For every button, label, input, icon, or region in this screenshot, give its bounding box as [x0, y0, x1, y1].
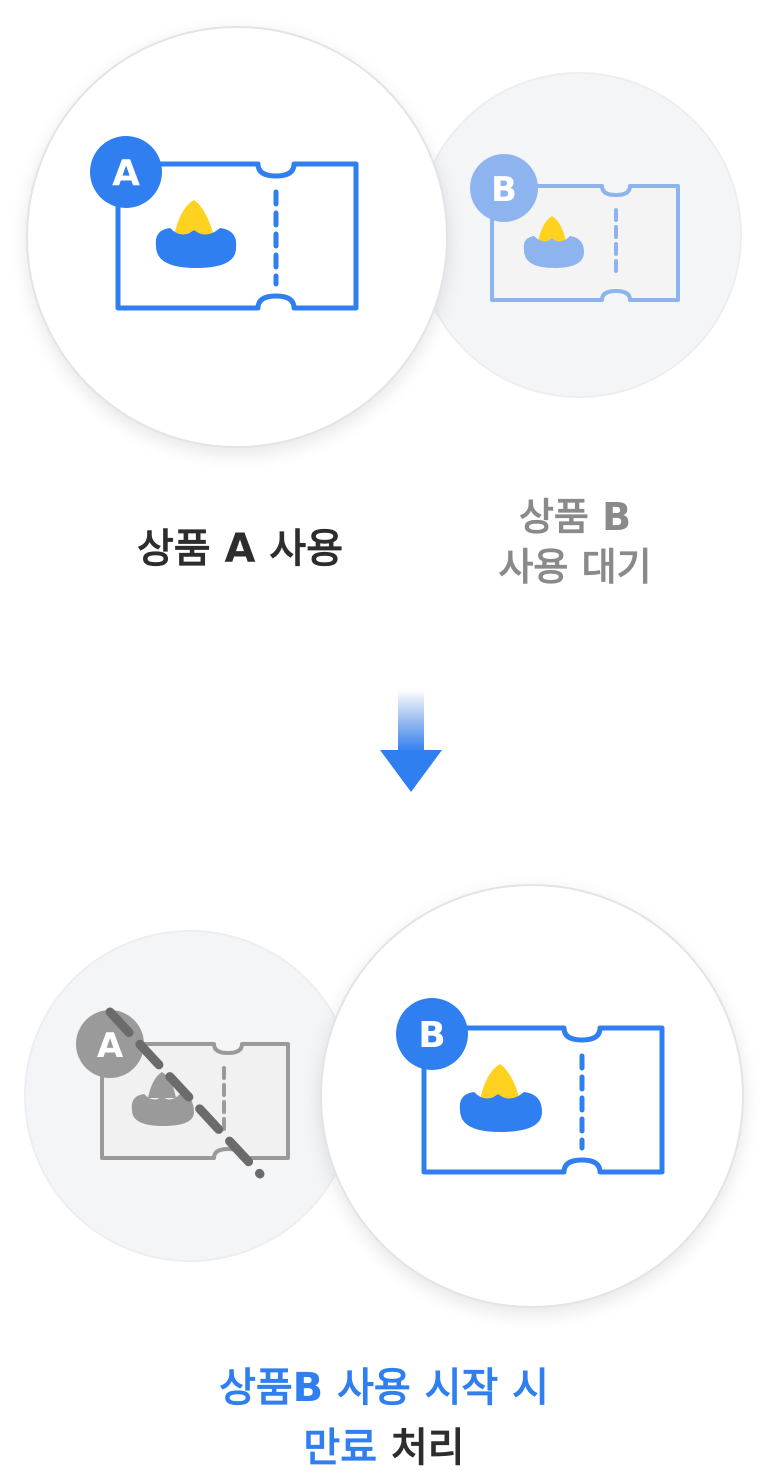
ticket-b-active-icon: B [396, 998, 665, 1175]
label-ticket-b-waiting: 상품 B 사용 대기 [430, 492, 720, 592]
ticket-a-expired-badge-text: A [97, 1026, 124, 1066]
caption-process-text: 처리 [377, 1425, 465, 1471]
strike-through-icon [105, 1007, 265, 1179]
ticket-b-active-badge-text: B [418, 1015, 445, 1056]
ticket-a-badge-text: A [112, 153, 140, 194]
ticket-a-active-icon: A [90, 136, 359, 311]
label-ticket-b-line1: 상품 B [518, 495, 632, 539]
label-ticket-a-in-use: 상품 A 사용 [136, 526, 343, 572]
ticket-a-expired-icon: A [76, 1007, 290, 1179]
label-ticket-b-line2: 사용 대기 [498, 545, 652, 589]
down-arrow-icon [380, 690, 442, 792]
caption-line1: 상품B 사용 시작 시 [219, 1365, 549, 1411]
ticket-b-waiting-icon: B [470, 154, 680, 302]
ticket-b-badge-text: B [491, 170, 517, 210]
bottom-caption: 상품B 사용 시작 시 만료 처리 [0, 1358, 768, 1478]
caption-expire-highlight: 만료 [303, 1425, 378, 1471]
